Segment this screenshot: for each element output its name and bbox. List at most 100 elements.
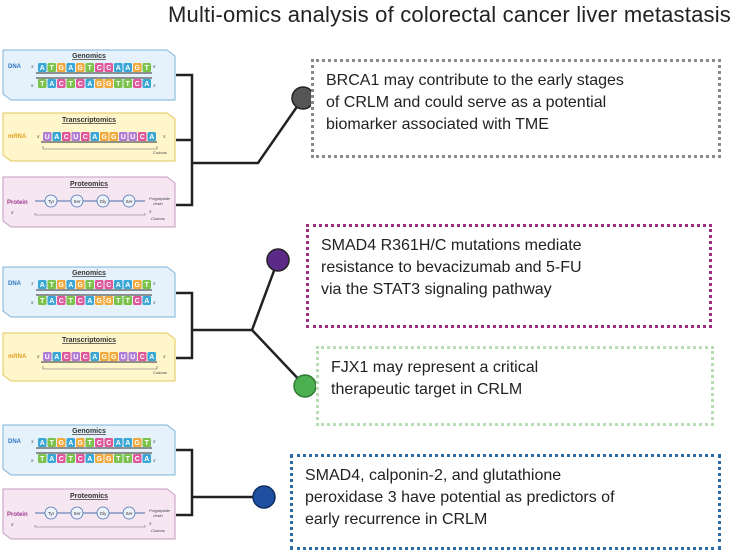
- base-block: [95, 79, 104, 88]
- base-block: [142, 280, 151, 289]
- base-letter: T: [88, 282, 93, 289]
- base-block: [43, 352, 52, 361]
- strand-end: 3': [31, 281, 34, 286]
- panel-title: Transcriptomics: [62, 337, 116, 344]
- base-letter: C: [135, 81, 140, 88]
- base-letter: G: [102, 134, 108, 141]
- base-letter: G: [106, 81, 112, 88]
- base-letter: T: [126, 298, 131, 305]
- base-block: [133, 454, 142, 463]
- base-letter: U: [121, 134, 126, 141]
- base-letter: A: [68, 282, 73, 289]
- amino-acid-label: Gly: [100, 511, 108, 516]
- base-block: [128, 132, 137, 141]
- base-letter: T: [116, 298, 121, 305]
- base-block: [76, 296, 85, 305]
- base-block: [38, 79, 47, 88]
- bracket-group-3: [176, 448, 194, 517]
- base-letter: T: [88, 65, 93, 72]
- base-block: [66, 63, 75, 72]
- amino-acid: [96, 506, 110, 520]
- base-letter: C: [140, 134, 145, 141]
- base-letter: G: [78, 282, 84, 289]
- finding-text: SMAD4 R361H/C mutations mediate: [321, 237, 582, 254]
- side-label: Protein: [7, 200, 28, 206]
- base-letter: A: [49, 456, 54, 463]
- base-block: [66, 454, 75, 463]
- base-letter: G: [59, 282, 65, 289]
- strand-end: 5': [31, 458, 34, 463]
- base-letter: C: [97, 282, 102, 289]
- base-block: [109, 132, 118, 141]
- base-letter: C: [135, 298, 140, 305]
- chain-label: Polypeptide: [149, 508, 171, 513]
- base-block: [123, 63, 132, 72]
- base-letter: A: [144, 456, 149, 463]
- base-letter: U: [130, 354, 135, 361]
- base-block: [57, 438, 66, 447]
- base-block: [133, 63, 142, 72]
- base-block: [114, 296, 123, 305]
- base-letter: A: [144, 81, 149, 88]
- strand-end: 5': [153, 64, 156, 69]
- base-block: [47, 280, 56, 289]
- base-letter: A: [92, 354, 97, 361]
- base-block: [76, 454, 85, 463]
- base-block: [133, 280, 142, 289]
- base-letter: C: [97, 65, 102, 72]
- base-letter: A: [87, 81, 92, 88]
- base-block: [104, 454, 113, 463]
- finding-text: early recurrence in CRLM: [305, 511, 488, 528]
- base-block: [76, 280, 85, 289]
- side-label: Protein: [7, 512, 28, 518]
- strand-end: 5': [31, 300, 34, 305]
- base-block: [57, 280, 66, 289]
- base-letter: A: [68, 440, 73, 447]
- base-block: [95, 296, 104, 305]
- base-block: [100, 352, 109, 361]
- chain-label: chain: [153, 513, 163, 518]
- codon-label: Codons: [153, 150, 167, 155]
- base-letter: A: [87, 456, 92, 463]
- base-block: [47, 79, 56, 88]
- base-block: [47, 438, 56, 447]
- finding-box-recurrence-predictors: SMAD4, calponin-2, and glutathione perox…: [290, 454, 721, 550]
- base-block: [57, 63, 66, 72]
- chain-label: Polypeptide: [149, 196, 171, 201]
- base-block: [133, 438, 142, 447]
- connector-2a: [250, 259, 280, 331]
- base-letter: C: [83, 134, 88, 141]
- base-letter: G: [97, 81, 103, 88]
- codon-bracket: [42, 366, 158, 370]
- strand-end: 3': [163, 134, 166, 139]
- base-letter: G: [59, 440, 65, 447]
- base-letter: A: [149, 134, 154, 141]
- base-block: [123, 280, 132, 289]
- base-block: [85, 63, 94, 72]
- finding-text: biomarker associated with TME: [326, 116, 549, 133]
- base-letter: T: [40, 81, 45, 88]
- base-letter: T: [116, 456, 121, 463]
- strand-end: 5': [153, 439, 156, 444]
- base-letter: G: [106, 456, 112, 463]
- base-letter: C: [135, 456, 140, 463]
- base-block: [85, 454, 94, 463]
- base-letter: A: [116, 65, 121, 72]
- base-block: [90, 352, 99, 361]
- strand-end: 5': [37, 134, 40, 139]
- base-letter: G: [59, 65, 65, 72]
- panel-title: Genomics: [72, 428, 106, 435]
- base-block: [138, 352, 147, 361]
- base-block: [104, 296, 113, 305]
- base-block: [62, 132, 71, 141]
- strand-end: 5': [37, 354, 40, 359]
- side-label: DNA: [8, 439, 22, 445]
- base-letter: A: [40, 440, 45, 447]
- base-block: [133, 79, 142, 88]
- base-letter: T: [69, 81, 74, 88]
- base-letter: U: [121, 354, 126, 361]
